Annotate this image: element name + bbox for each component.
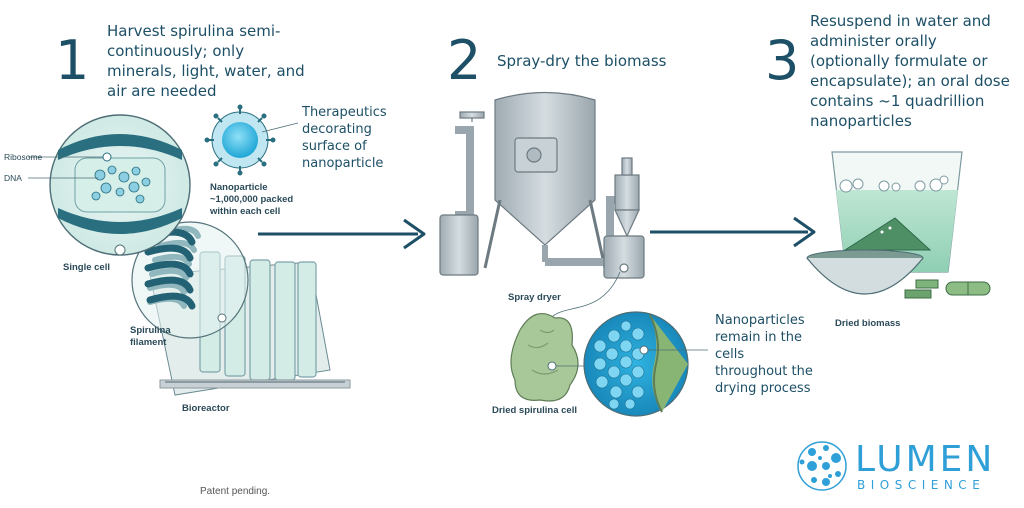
step-1-number: 1: [55, 29, 90, 92]
filament-zoom-circle: [131, 221, 249, 339]
arrow-step2-to-step3-icon: [650, 216, 816, 248]
bowl-of-powder-illustration: [806, 217, 932, 295]
bioreactor-label: Bioreactor: [182, 403, 230, 414]
nanoparticle-zoom-illustration: [583, 311, 689, 417]
nanoparticle-label: Nanoparticle ~1,000,000 packed within ea…: [210, 182, 294, 217]
logo-wordmark: LUMEN: [855, 439, 996, 480]
spray-dryer-label: Spray dryer: [508, 292, 561, 303]
dna-label: DNA: [4, 173, 22, 183]
step-2-text: Spray-dry the biomass: [497, 52, 667, 70]
logo-subtitle: BIOSCIENCE: [857, 478, 986, 492]
dried-spirulina-cell-illustration: [510, 312, 579, 402]
spray-dryer-illustration: [439, 91, 645, 279]
nanoparticle-illustration: [204, 104, 299, 176]
step-3-number: 3: [765, 29, 800, 92]
dried-biomass-label: Dried biomass: [835, 318, 901, 329]
single-cell-illustration: [28, 114, 191, 256]
dried-spirulina-cell-label: Dried spirulina cell: [492, 405, 577, 416]
patent-pending-note: Patent pending.: [200, 486, 271, 497]
spirulina-filament-label: Spirulina filament: [130, 325, 171, 348]
capsules-illustration: [904, 279, 991, 299]
step-1-text: Harvest spirulina semi-continuously; onl…: [107, 22, 305, 100]
step-3-text: Resuspend in water and administer orally…: [810, 12, 1010, 130]
single-cell-label: Single cell: [63, 262, 110, 273]
step-2-number: 2: [447, 29, 482, 92]
therapeutics-label: Therapeutics decorating surface of nanop…: [302, 105, 387, 171]
lumen-logo-icon: [797, 441, 847, 491]
ribosome-label: Ribosome: [4, 152, 43, 162]
nanoparticles-remain-label: Nanoparticles remain in the cells throug…: [715, 313, 813, 396]
arrow-step1-to-step2-icon: [258, 218, 426, 250]
